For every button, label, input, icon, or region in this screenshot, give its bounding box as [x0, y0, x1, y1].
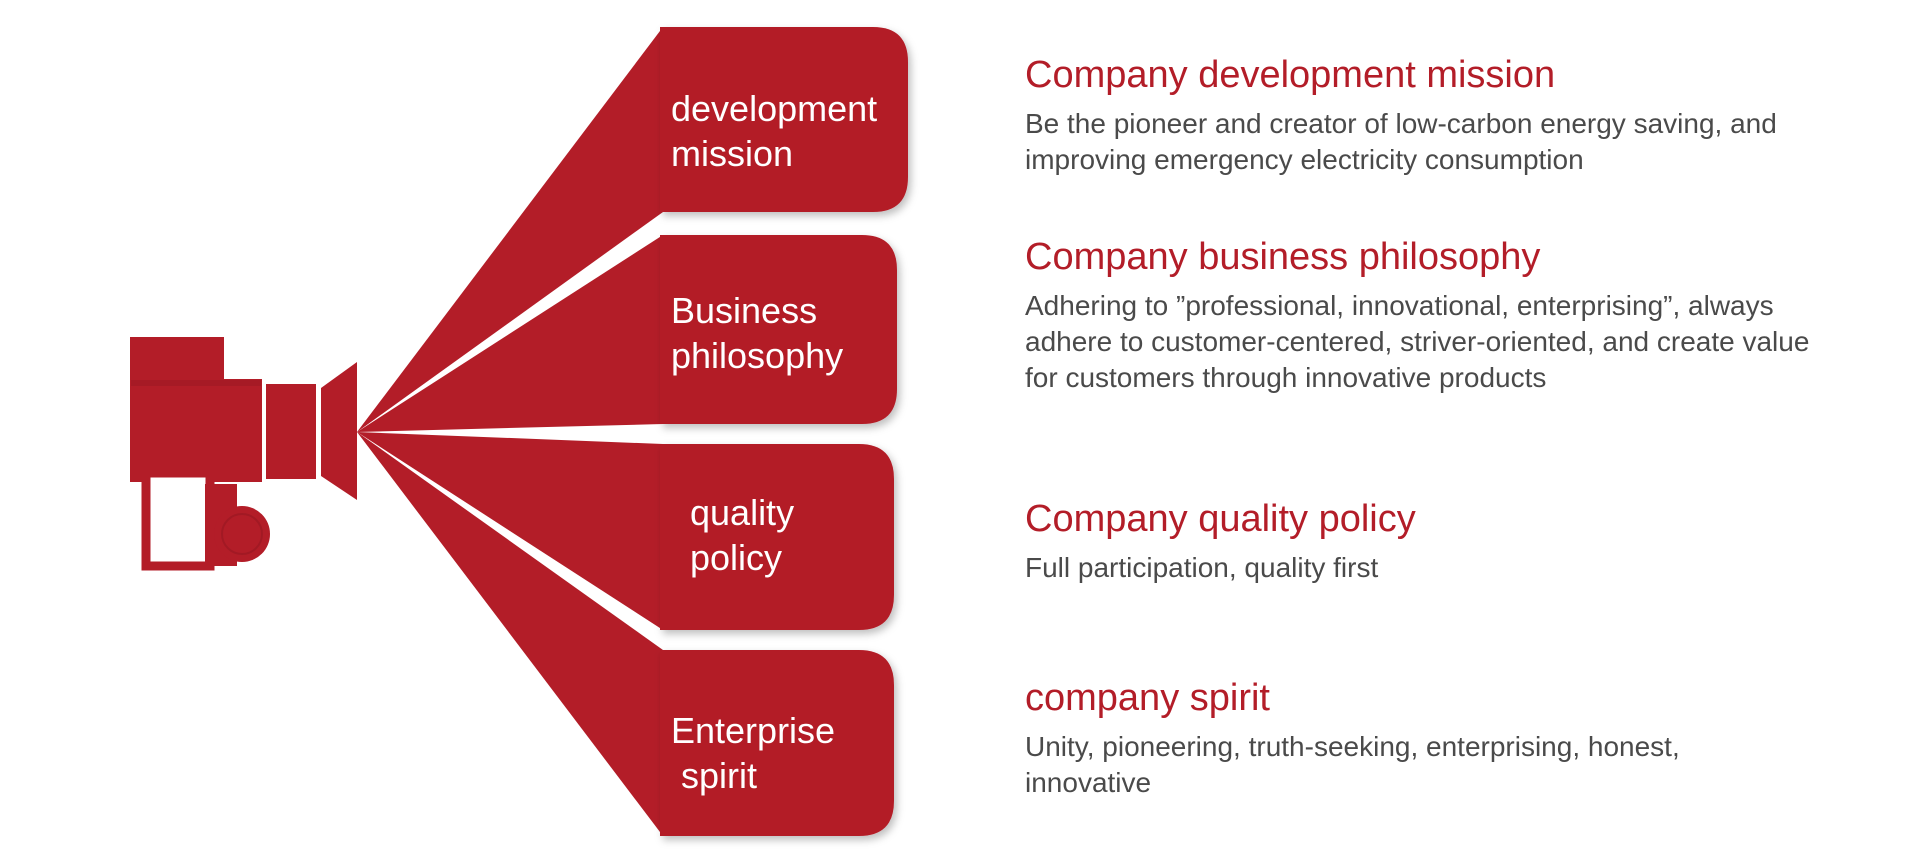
description-text: Adhering to ”professional, innovational,… [1025, 290, 1810, 393]
description-text: Unity, pioneering, truth-seeking, enterp… [1025, 731, 1680, 798]
tab-label-line: policy [690, 537, 783, 578]
tab-shape-4 [660, 650, 894, 836]
description-text: Full participation, quality first [1025, 552, 1379, 583]
tab-label-line: Enterprise [671, 710, 836, 751]
description-title: company spirit [1025, 677, 1270, 719]
description-title: Company quality policy [1025, 498, 1416, 540]
tab-shape-1 [660, 27, 908, 212]
beam-4 [357, 432, 663, 836]
tab-label-enterprise-spirit: Enterprise spirit [671, 708, 835, 798]
description-title: Company development mission [1025, 54, 1556, 96]
tab-label-line: philosophy [671, 335, 844, 376]
tab-label-line: mission [671, 133, 794, 174]
description-block-quality-policy: Company quality policy Full participatio… [1025, 496, 1885, 586]
tab-shape-2 [660, 235, 897, 424]
tab-label-development-mission: development mission [671, 86, 877, 176]
description-title: Company business philosophy [1025, 236, 1541, 278]
tab-shape-3 [660, 444, 894, 630]
description-block-business-philosophy: Company business philosophy Adhering to … [1025, 234, 1885, 396]
description-block-company-spirit: company spirit Unity, pioneering, truth-… [1025, 675, 1885, 801]
beam-3 [357, 432, 663, 630]
beam-1 [357, 27, 663, 432]
description-text: Be the pioneer and creator of low-carbon… [1025, 108, 1777, 175]
tab-label-line: development [671, 88, 878, 129]
tab-label-line: Business [671, 290, 818, 331]
tab-label-line: quality [690, 492, 795, 533]
tab-label-quality-policy: quality policy [690, 490, 794, 580]
tab-label-line: spirit [671, 755, 758, 796]
description-block-development-mission: Company development mission Be the pione… [1025, 52, 1885, 178]
projector-camera-icon [130, 337, 357, 571]
beam-2 [357, 235, 663, 432]
tab-label-business-philosophy: Business philosophy [671, 288, 843, 378]
